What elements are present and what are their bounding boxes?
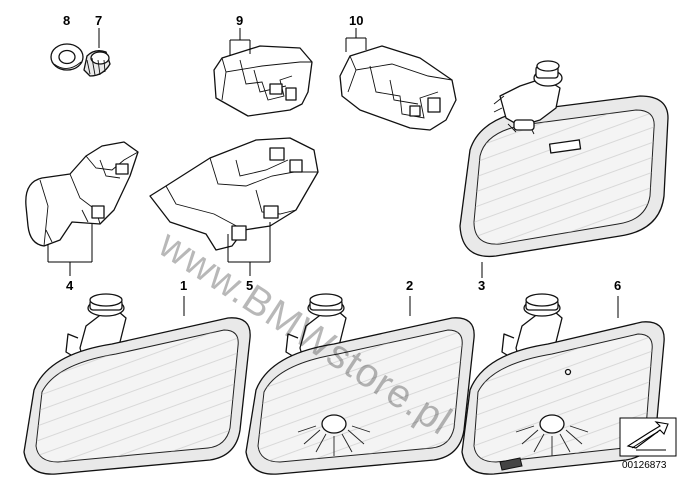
light-rays <box>297 425 371 456</box>
part-9-cover <box>213 28 313 117</box>
part-1-mirror <box>23 293 251 475</box>
label-3: 3 <box>478 278 486 293</box>
label-4: 4 <box>66 278 74 293</box>
part-10-cover <box>339 28 457 131</box>
part-2-mirror <box>245 293 475 475</box>
part-6-mirror <box>461 293 665 475</box>
document-number: 00126873 <box>622 460 667 471</box>
part-4-bracket <box>25 141 139 276</box>
label-1: 1 <box>180 278 188 293</box>
label-6: 6 <box>614 278 622 293</box>
part-5-housing <box>149 137 319 276</box>
label-8: 8 <box>63 13 71 28</box>
part-7-nut <box>83 28 111 77</box>
label-2: 2 <box>406 278 414 293</box>
label-9: 9 <box>236 13 244 28</box>
label-10: 10 <box>349 13 364 28</box>
light-rays <box>515 425 589 456</box>
arrow-corner-icon <box>619 417 677 457</box>
part-8-washer <box>50 43 84 71</box>
label-7: 7 <box>95 13 103 28</box>
part-3-mirror <box>459 60 669 278</box>
label-5: 5 <box>246 278 254 293</box>
